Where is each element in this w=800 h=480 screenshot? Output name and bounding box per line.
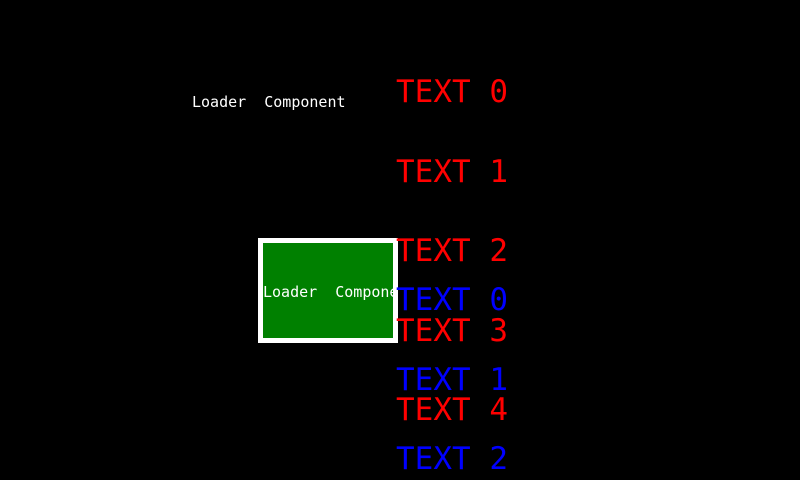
list-item: TEXT 1 — [396, 361, 508, 398]
list-item: TEXT 2 — [396, 233, 508, 269]
red-text-column: TEXT 0 TEXT 1 TEXT 2 TEXT 3 TEXT 4 — [396, 34, 508, 470]
list-item: TEXT 3 — [396, 312, 508, 349]
list-item: TEXT 0 — [396, 282, 508, 318]
list-item: TEXT 2 — [396, 441, 508, 477]
list-item: TEXT 4 — [396, 392, 508, 428]
blue-text-column: TEXT 0 TEXT 1 TEXT 2 TEXT 3 TEXT 4 — [396, 242, 508, 480]
loader-component-label-top: Loader Component — [192, 93, 346, 111]
loader-box-clip-region: Loader Component — [263, 243, 393, 338]
list-item: TEXT 0 — [396, 74, 508, 110]
list-item: TEXT 1 — [396, 153, 508, 190]
loader-component-label-boxed: Loader Component — [263, 283, 393, 301]
loader-component-box[interactable]: Loader Component — [258, 238, 398, 343]
